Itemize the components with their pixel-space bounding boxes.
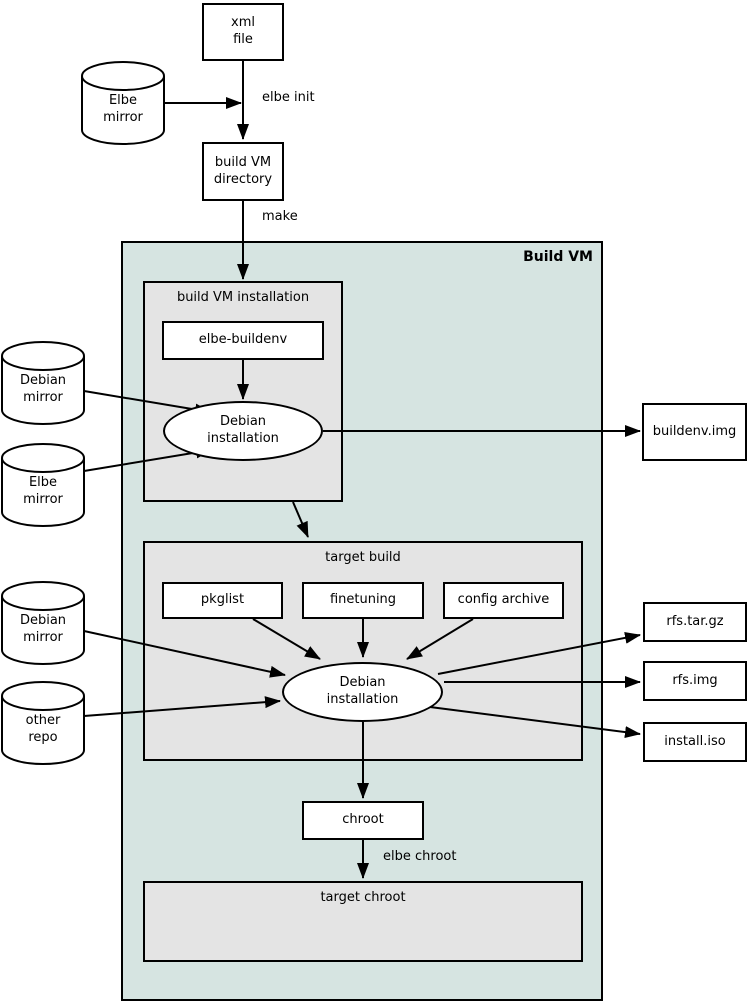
- make-edge-label: make: [262, 209, 298, 224]
- target-chroot-section-title: target chroot: [320, 890, 406, 905]
- chroot-node: chroot: [302, 801, 424, 840]
- config-archive-node: config archive: [443, 582, 564, 619]
- finetuning-node: finetuning: [302, 582, 424, 619]
- arrow-debianmirror2-to-install2: [83, 630, 286, 678]
- debian-mirror-2-cylinder: [1, 581, 85, 665]
- elbe-init-edge-label: elbe init: [262, 90, 315, 105]
- install-iso-node: install.iso: [643, 722, 747, 762]
- debian-mirror-1-label: Debian mirror: [19, 373, 67, 405]
- build-vm-directory-node: build VM directory: [202, 142, 284, 201]
- debian-installation-1-node: Debian installation: [163, 401, 323, 461]
- elbe-mirror-2-label: Elbe mirror: [23, 475, 63, 507]
- elbe-mirror-top-label: Elbe mirror: [103, 93, 143, 125]
- elbe-mirror-top-cylinder: [81, 61, 165, 145]
- arrow-otherrepo-to-install2: [83, 696, 281, 717]
- arrow-pkglist-to-install2: [252, 618, 321, 660]
- buildenv-img-node: buildenv.img: [642, 403, 747, 461]
- build-vm-installation-section-title: build VM installation: [176, 290, 310, 305]
- debian-mirror-2-label: Debian mirror: [19, 613, 67, 645]
- arrow-vminstallation-to-targetbuild: [292, 501, 309, 538]
- elbe-mirror-2-cylinder: [1, 443, 85, 527]
- arrow-install2-to-rfstargz: [437, 631, 641, 675]
- other-repo-label: other repo: [25, 713, 61, 745]
- other-repo-cylinder: [1, 681, 85, 765]
- arrow-configarchive-to-install2: [406, 618, 474, 660]
- pkglist-node: pkglist: [162, 582, 283, 619]
- target-chroot-section: target chroot: [143, 881, 583, 962]
- debian-mirror-1-cylinder: [1, 341, 85, 425]
- rfs-tar-gz-node: rfs.tar.gz: [643, 602, 747, 642]
- elbe-buildenv-node: elbe-buildenv: [162, 321, 324, 360]
- rfs-img-node: rfs.img: [643, 661, 747, 701]
- arrow-install2-to-installiso: [429, 706, 641, 739]
- debian-installation-2-node: Debian installation: [282, 662, 443, 722]
- xml-file-node: xml file: [202, 3, 284, 61]
- build-vm-title: Build VM: [523, 249, 593, 265]
- target-build-section-title: target build: [325, 550, 401, 565]
- elbe-chroot-edge-label: elbe chroot: [383, 849, 457, 864]
- build-vm-installation-section: build VM installation: [143, 281, 343, 502]
